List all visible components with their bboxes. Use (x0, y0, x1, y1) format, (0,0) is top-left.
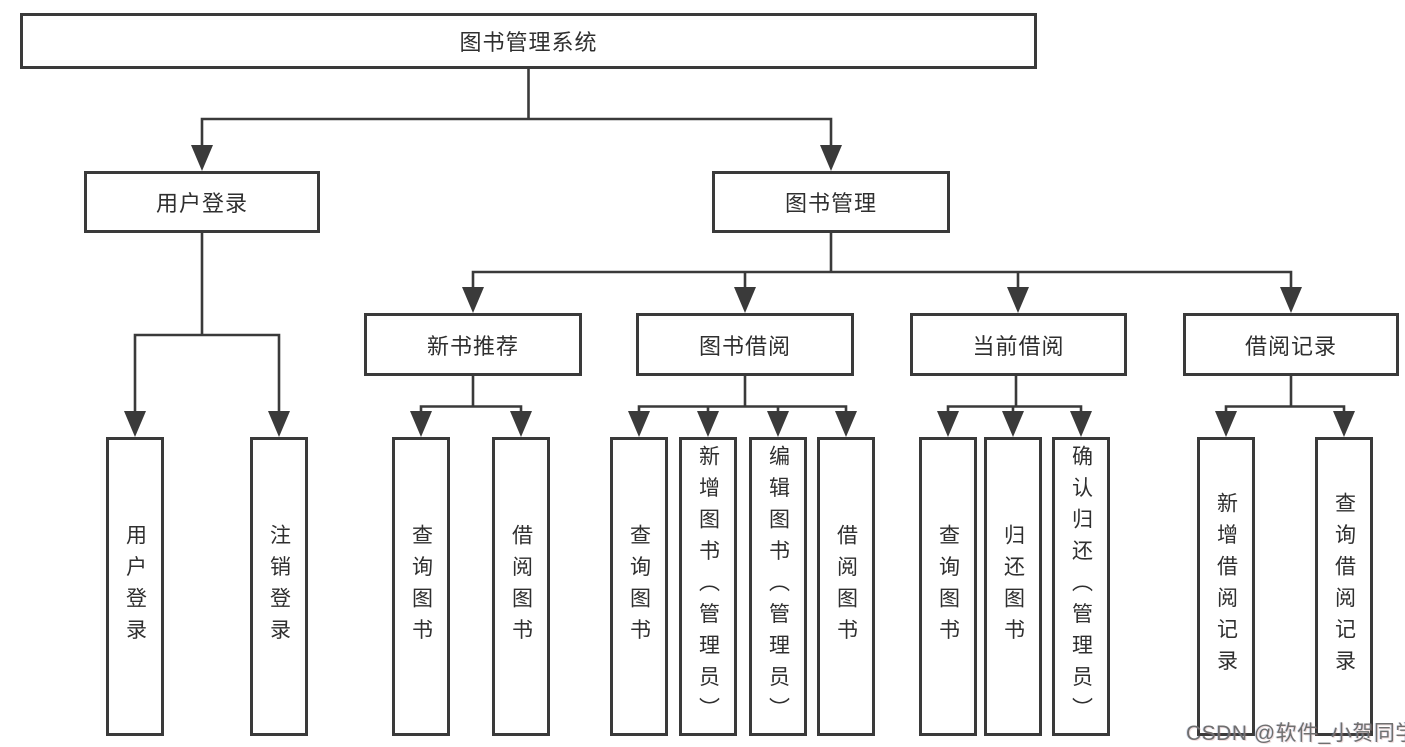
connector-root-branch (200, 117, 833, 150)
arrow-to-book-borrow (734, 287, 756, 313)
arrow-to-leaf-query-book-2 (628, 411, 650, 437)
leaf-query-record-label: 查询借阅记录 (1332, 492, 1356, 681)
arrow-to-leaf-query-book-3 (937, 411, 959, 437)
node-user-login: 用户登录 (84, 171, 320, 233)
arrowheads (124, 145, 1355, 437)
arrow-to-leaf-borrow-book-2 (835, 411, 857, 437)
node-user-login-label: 用户登录 (155, 191, 248, 216)
arrow-to-leaf-logout (268, 411, 290, 437)
watermark: CSDN @软件_小贺同学 (1186, 722, 1405, 745)
arrow-to-leaf-query-book-1 (410, 411, 432, 437)
arrow-to-leaf-edit-book (767, 411, 789, 437)
arrow-to-current-borrow (1007, 287, 1029, 313)
arrow-to-leaf-add-record (1215, 411, 1237, 437)
node-new-book: 新书推荐 (364, 313, 582, 376)
arrow-to-leaf-add-book (697, 411, 719, 437)
node-borrow-records: 借阅记录 (1183, 313, 1399, 376)
arrow-to-borrow-records (1280, 287, 1302, 313)
node-new-book-label: 新书推荐 (426, 333, 519, 359)
leaf-borrow-book-2: 借阅图书 (817, 437, 875, 736)
leaf-return-book-label: 归还图书 (1001, 523, 1025, 650)
leaf-query-book-1: 查询图书 (392, 437, 450, 736)
arrow-to-new-book (462, 287, 484, 313)
leaf-borrow-book-1: 借阅图书 (492, 437, 550, 736)
node-book-mgmt-label: 图书管理 (784, 191, 877, 216)
leaf-query-book-1-label: 查询图书 (409, 523, 433, 650)
leaf-add-record: 新增借阅记录 (1197, 437, 1255, 736)
arrow-to-leaf-confirm-return (1070, 411, 1092, 437)
arrow-to-book-mgmt (820, 145, 842, 171)
connector-borrow-records-branch (1224, 405, 1346, 415)
leaf-logout: 注销登录 (250, 437, 308, 736)
leaf-query-book-3-label: 查询图书 (936, 523, 960, 650)
leaf-query-record: 查询借阅记录 (1315, 437, 1373, 736)
connector-user-login-branch (133, 333, 281, 414)
node-book-borrow: 图书借阅 (636, 313, 854, 376)
node-book-mgmt: 图书管理 (712, 171, 950, 233)
arrow-to-leaf-borrow-book-1 (510, 411, 532, 437)
leaf-borrow-book-2-label: 借阅图书 (834, 523, 858, 650)
node-borrow-records-label: 借阅记录 (1244, 333, 1337, 359)
connector-current-borrow-branch (946, 405, 1083, 415)
node-root: 图书管理系统 (20, 13, 1037, 69)
leaf-add-record-label: 新增借阅记录 (1214, 492, 1238, 681)
leaf-query-book-2: 查询图书 (610, 437, 668, 736)
arrow-to-leaf-user-login (124, 411, 146, 437)
connector-lines (133, 69, 1346, 415)
leaf-logout-label: 注销登录 (267, 523, 291, 650)
node-book-borrow-label: 图书借阅 (698, 333, 791, 359)
leaf-query-book-3: 查询图书 (919, 437, 977, 736)
leaf-user-login: 用户登录 (106, 437, 164, 736)
node-current-borrow-label: 当前借阅 (972, 333, 1065, 359)
arrow-to-leaf-query-record (1333, 411, 1355, 437)
leaf-return-book: 归还图书 (984, 437, 1042, 736)
leaf-confirm-return-label: 确认归还（管理员） (1069, 444, 1093, 729)
leaf-borrow-book-1-label: 借阅图书 (509, 523, 533, 650)
connector-book-borrow-branch (637, 405, 848, 415)
node-current-borrow: 当前借阅 (910, 313, 1127, 376)
arrow-to-leaf-return-book (1002, 411, 1024, 437)
leaf-edit-book-label: 编辑图书（管理员） (766, 444, 790, 729)
arrow-to-user-login (191, 145, 213, 171)
leaf-add-book: 新增图书（管理员） (679, 437, 737, 736)
leaf-confirm-return: 确认归还（管理员） (1052, 437, 1110, 736)
leaf-user-login-label: 用户登录 (123, 523, 147, 650)
leaf-edit-book: 编辑图书（管理员） (749, 437, 807, 736)
connector-new-book-branch (419, 405, 523, 415)
node-root-label: 图书管理系统 (459, 30, 598, 55)
leaf-add-book-label: 新增图书（管理员） (696, 444, 720, 729)
leaf-query-book-2-label: 查询图书 (627, 523, 651, 650)
connector-book-mgmt-branch (471, 270, 1293, 290)
